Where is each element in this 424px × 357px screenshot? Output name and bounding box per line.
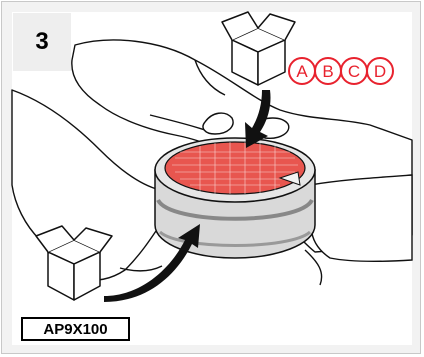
step-number-box: 3 <box>13 13 71 71</box>
variant-label-a: A <box>296 62 308 81</box>
variant-circle-b: B <box>314 57 342 85</box>
variant-label-c: C <box>348 62 360 81</box>
filter-cartridge <box>154 137 316 259</box>
arrow-icon-lower <box>104 224 200 302</box>
open-box-icon <box>221 11 296 86</box>
variant-label-d: D <box>374 62 386 81</box>
right-hand-illustration <box>304 174 413 286</box>
open-box-icon-bottom <box>35 225 113 301</box>
variant-circle-a: A <box>288 57 316 85</box>
variant-circle-c: C <box>340 57 368 85</box>
variant-label-b: B <box>322 62 333 81</box>
arrow-icon <box>245 90 271 148</box>
step-number: 3 <box>35 28 49 55</box>
variant-circle-d: D <box>366 57 394 85</box>
part-code-label: AP9X100 <box>21 317 130 341</box>
